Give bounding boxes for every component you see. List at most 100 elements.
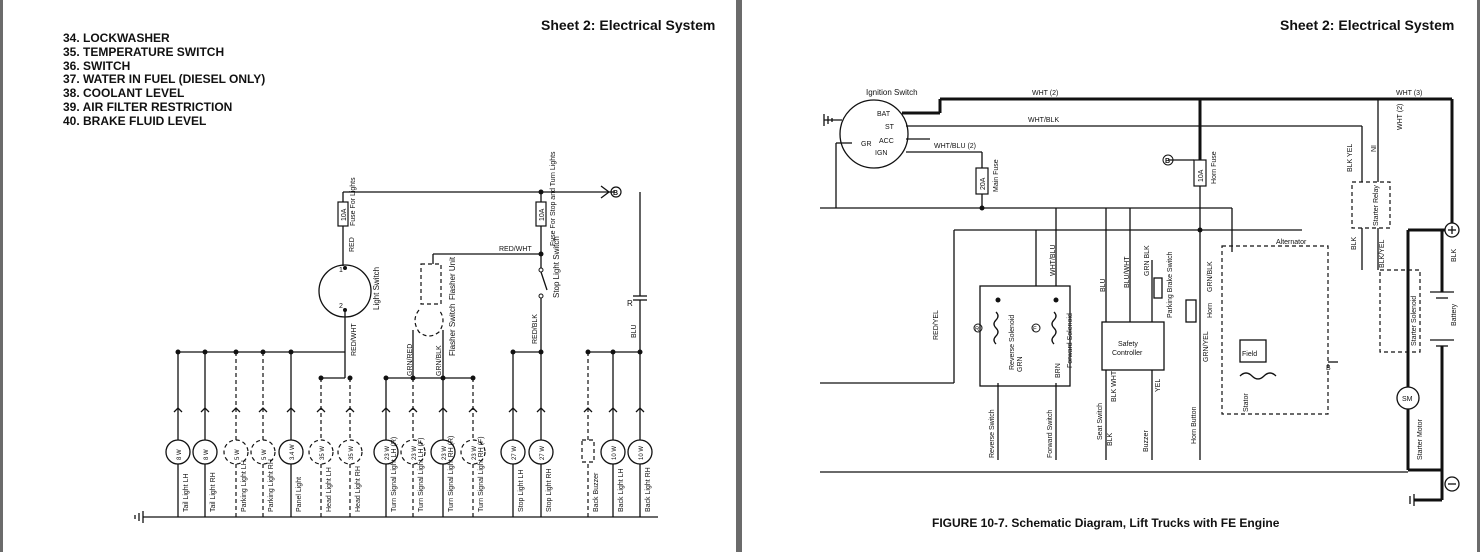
lamp-watt: 5 W xyxy=(235,449,241,460)
lamp-watt: 3.4 W xyxy=(290,444,296,460)
wire-blu-label-right: BLU xyxy=(1100,278,1107,292)
wire-red-wht-top-label: RED/WHT xyxy=(499,246,532,253)
lamp-icon xyxy=(460,439,486,465)
parking-brake-switch-label: Parking Brake Switch xyxy=(1167,251,1174,318)
junction-dot xyxy=(610,349,616,355)
wire-grn-red-label: GRN/RED xyxy=(407,344,414,376)
truck-schematic: Ignition Switch BAT ST ACC IGN GR WHT (2… xyxy=(820,88,1460,506)
sheet-title-left: Sheet 2: Electrical System xyxy=(541,17,716,33)
wire-red-blk-label: RED/BLK xyxy=(532,314,539,344)
connector-icon xyxy=(200,407,210,413)
wire-wht2-vert-label: WHT (2) xyxy=(1397,104,1404,130)
wire-blu-label: BLU xyxy=(631,324,638,338)
lighting-schematic: B 10A Fuse For Lights RED 1 2 Light Swit… xyxy=(134,151,658,523)
lamp-watt: 23 W xyxy=(442,446,448,460)
wire-red-yel-label: RED/YEL xyxy=(933,310,940,340)
light-switch-terminal-2: 2 xyxy=(339,303,343,310)
wire-grn-yel-label: GRN/YEL xyxy=(1203,331,1210,362)
forward-f-label: F xyxy=(1033,327,1037,333)
connector-icon xyxy=(381,407,391,413)
lamp-label: Tail Light RH xyxy=(210,472,217,512)
legend-item: 37. WATER IN FUEL (DIESEL ONLY) xyxy=(63,72,266,87)
alternator-label: Alternator xyxy=(1276,239,1307,246)
legend-item: 39. AIR FILTER RESTRICTION xyxy=(63,99,233,114)
safety-controller-label-1: Safety xyxy=(1118,341,1138,348)
connector-icon xyxy=(173,407,183,413)
wire-red-wht-label: RED/WHT xyxy=(351,323,358,356)
lamp-label: Turn Signal Light LH (F) xyxy=(418,438,425,512)
legend-item: 38. COOLANT LEVEL xyxy=(63,86,185,101)
lamp-watt: 23 W xyxy=(385,446,391,460)
connector-icon xyxy=(231,407,241,413)
lamp-label: Back Light LH xyxy=(618,468,625,512)
lamp-icon xyxy=(400,439,426,465)
terminal-b-label: B xyxy=(613,190,618,197)
starter-solenoid-icon xyxy=(1379,269,1421,353)
lamp-label: Panel Light xyxy=(296,477,303,512)
flasher-unit-label: Flasher Unit xyxy=(448,256,457,300)
parking-brake-switch-icon xyxy=(1153,277,1163,299)
fuse-lights-label: Fuse For Lights xyxy=(350,177,357,226)
junction-dot xyxy=(260,349,266,355)
terminal-b-icon xyxy=(610,186,622,198)
wire-grn-label: GRN xyxy=(1017,356,1024,372)
reverse-switch-label: Reverse Switch xyxy=(989,409,996,458)
field-icon xyxy=(1239,339,1267,363)
wire-wht2-label: WHT (2) xyxy=(1032,90,1058,97)
starter-solenoid-label: Starter Solenoid xyxy=(1411,296,1418,346)
wire-blk-label: BLK xyxy=(1351,236,1358,250)
lamp-label: Tail Light LH xyxy=(183,473,190,512)
main-fuse-label: Main Fuse xyxy=(993,159,1000,192)
flasher-switch-icon xyxy=(414,309,444,337)
lamp-label: Head Light LH xyxy=(326,467,333,512)
connector-icon xyxy=(635,407,645,413)
battery-label: Battery xyxy=(1451,303,1458,326)
field-label: Field xyxy=(1242,351,1257,358)
lamp-label: Parking Light RH xyxy=(268,459,275,512)
wire-blk3-label: BLK xyxy=(1107,432,1114,446)
connector-icon xyxy=(438,407,448,413)
connector-icon xyxy=(536,407,546,413)
wire-blk-yel2-label: BLK/YEL xyxy=(1379,239,1386,268)
wire-brn-label: BRN xyxy=(1055,363,1062,378)
reverse-solenoid-coil-icon xyxy=(993,311,999,345)
lamp-label: Head Light RH xyxy=(355,466,362,512)
flasher-unit-icon xyxy=(420,263,442,305)
legend-item: 36. SWITCH xyxy=(63,58,131,73)
forward-switch-label: Forward Switch xyxy=(1047,410,1054,458)
ignition-gr-label: GR xyxy=(861,141,872,148)
ignition-acc-label: ACC xyxy=(879,138,894,145)
connector-icon xyxy=(608,407,618,413)
junction-dot xyxy=(585,349,591,355)
starter-motor-label: Starter Motor xyxy=(1417,418,1424,460)
lamp-label: Stop Light LH xyxy=(518,470,525,512)
solenoid-frame xyxy=(979,285,1071,387)
horn-fuse-label: Horn Fuse xyxy=(1211,151,1218,184)
horn-label: Horn xyxy=(1207,303,1214,318)
lamp-watt: 35 W xyxy=(320,446,326,460)
starter-relay-label: Starter Relay xyxy=(1373,185,1380,226)
junction-dot xyxy=(410,375,416,381)
lamp-watt: 8 W xyxy=(177,449,183,460)
junction-dot xyxy=(538,349,544,355)
lamp-watt: 8 W xyxy=(204,449,210,460)
fuse-lights-rating: 10A xyxy=(341,208,348,221)
junction-dot xyxy=(347,375,353,381)
back-buzzer-icon xyxy=(581,439,595,463)
right-page: Sheet 2: Electrical System FIGURE 10-7. … xyxy=(742,0,1477,552)
connector-icon xyxy=(258,407,268,413)
wire-yel-label: YEL xyxy=(1155,379,1162,392)
lamp-label: Turn Signal Light RH (F) xyxy=(478,436,485,512)
buzzer-label: Buzzer xyxy=(1143,430,1150,452)
capacitor-label: R xyxy=(627,299,633,308)
ignition-switch-icon xyxy=(839,99,909,169)
lamp-watt: 10 W xyxy=(639,446,645,460)
lamp-label: Turn Signal Light RH (R) xyxy=(448,436,455,512)
arrow-icon xyxy=(600,185,611,199)
figure-caption: FIGURE 10-7. Schematic Diagram, Lift Tru… xyxy=(932,516,1280,530)
legend-item: 40. BRAKE FLUID LEVEL xyxy=(63,113,207,128)
reverse-solenoid-label: Reverse Solenoid xyxy=(1009,315,1016,370)
wire-grn-blk-label: GRN BLK xyxy=(1144,245,1151,276)
stator-label: Stator xyxy=(1243,393,1250,412)
wire-wht-blk-label: WHT/BLK xyxy=(1028,117,1059,124)
